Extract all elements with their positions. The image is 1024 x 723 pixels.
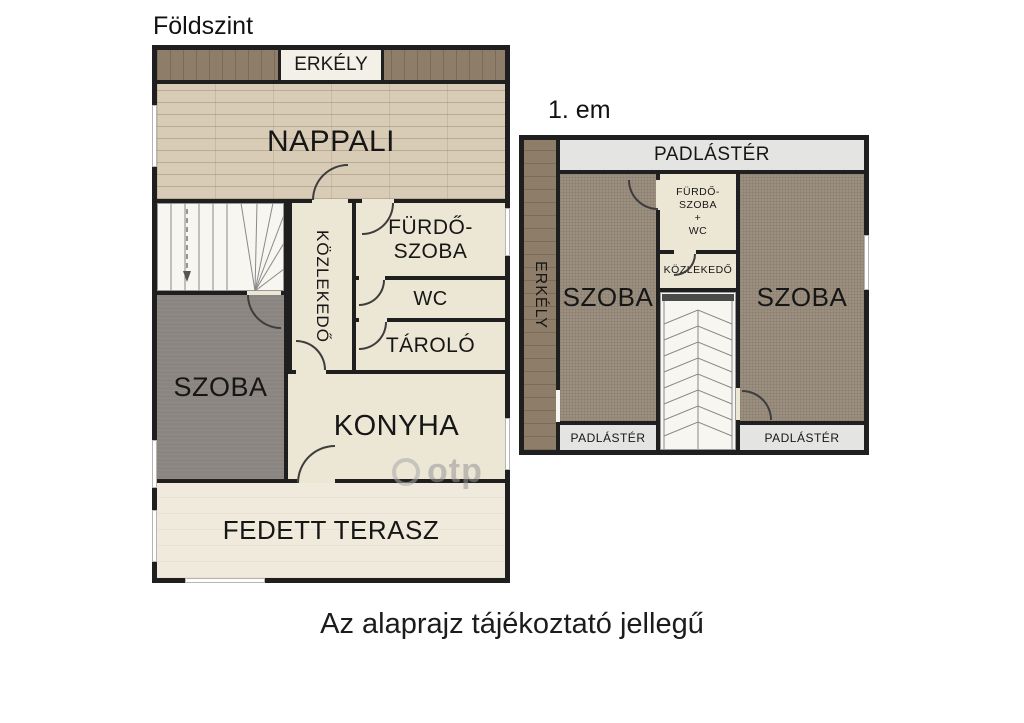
attic-strip-top-label: PADLÁSTÉR (653, 144, 771, 165)
upper-balcony-label: ERKÉLY (532, 261, 549, 329)
window-opening (505, 418, 510, 470)
watermark: otp (392, 452, 483, 491)
otp-logo-icon (392, 457, 420, 486)
upper-bathroom: FÜRDŐ- SZOBA + WC (660, 174, 740, 254)
attic-strip-bottom-left-label: PADLÁSTÉR (570, 430, 646, 445)
door-opening (556, 390, 560, 422)
storage-room: TÁROLÓ (356, 322, 505, 374)
ground-bathroom-label-1: FÜRDŐ- (388, 215, 473, 239)
upper-bathroom-plus: + (694, 212, 702, 224)
door-opening (362, 199, 394, 203)
covered-terrace: FEDETT TERASZ (157, 483, 505, 578)
attic-strip-bottom-right: PADLÁSTÉR (740, 425, 864, 450)
door-opening (674, 250, 696, 254)
staircase-drawing (660, 292, 736, 450)
door-opening (359, 276, 385, 280)
door-opening (297, 479, 335, 483)
ground-wc-label: WC (413, 287, 448, 310)
upper-wc-label: WC (688, 225, 708, 238)
upper-bedroom-right: SZOBA (740, 174, 864, 425)
window-opening (864, 235, 869, 290)
ground-balcony: ERKÉLY (157, 50, 505, 84)
upper-hallway-label: KÖZLEKEDŐ (663, 264, 733, 277)
door-opening (247, 291, 281, 295)
upper-bedroom-left: SZOBA (560, 174, 660, 425)
door-opening (296, 370, 326, 374)
door-opening (312, 199, 348, 203)
window-opening (152, 440, 157, 488)
window-opening (152, 105, 157, 167)
attic-strip-bottom-left: PADLÁSTÉR (560, 425, 660, 450)
ground-floor-plan: ERKÉLY NAPPALI SZOBA (152, 45, 510, 583)
ground-balcony-label: ERKÉLY (278, 50, 384, 80)
kitchen-label: KONYHA (333, 410, 460, 442)
first-floor-plan: ERKÉLY PADLÁSTÉR SZOBA FÜRDŐ- SZOBA + WC… (519, 135, 869, 455)
living-room: NAPPALI (157, 84, 505, 203)
ground-wc: WC (356, 280, 505, 322)
window-opening (505, 208, 510, 256)
door-opening (359, 318, 387, 322)
upper-balcony: ERKÉLY (524, 140, 560, 450)
caption: Az alaprajz tájékoztató jellegű (320, 608, 704, 640)
window-opening (152, 510, 157, 562)
covered-terrace-label: FEDETT TERASZ (222, 515, 440, 545)
first-floor-title: 1. em (548, 96, 611, 124)
door-opening (656, 180, 660, 210)
ground-staircase (157, 203, 288, 295)
attic-strip-top: PADLÁSTÉR (560, 140, 864, 174)
upper-bedroom-right-label: SZOBA (756, 282, 848, 312)
ground-floor-title: Földszint (153, 12, 254, 40)
upper-bathroom-label-2: SZOBA (678, 198, 718, 211)
ground-bedroom: SZOBA (157, 295, 288, 483)
ground-bedroom-label: SZOBA (173, 371, 268, 402)
staircase-drawing (157, 203, 284, 291)
ground-bathroom: FÜRDŐ- SZOBA (356, 203, 505, 280)
ground-hallway-label: KÖZLEKEDŐ (313, 230, 332, 343)
upper-bathroom-label-1: FÜRDŐ- (676, 185, 720, 198)
ground-bathroom-label-2: SZOBA (393, 239, 468, 263)
attic-strip-bottom-right-label: PADLÁSTÉR (764, 430, 840, 445)
living-room-label: NAPPALI (267, 124, 395, 158)
watermark-text: otp (427, 452, 483, 490)
upper-bedroom-left-label: SZOBA (562, 282, 654, 312)
ground-hallway: KÖZLEKEDŐ (288, 203, 356, 374)
upper-staircase (660, 292, 740, 450)
door-opening (736, 388, 740, 420)
upper-hallway: KÖZLEKEDŐ (660, 254, 740, 292)
storage-room-label: TÁROLÓ (385, 334, 476, 358)
window-opening (185, 578, 265, 583)
